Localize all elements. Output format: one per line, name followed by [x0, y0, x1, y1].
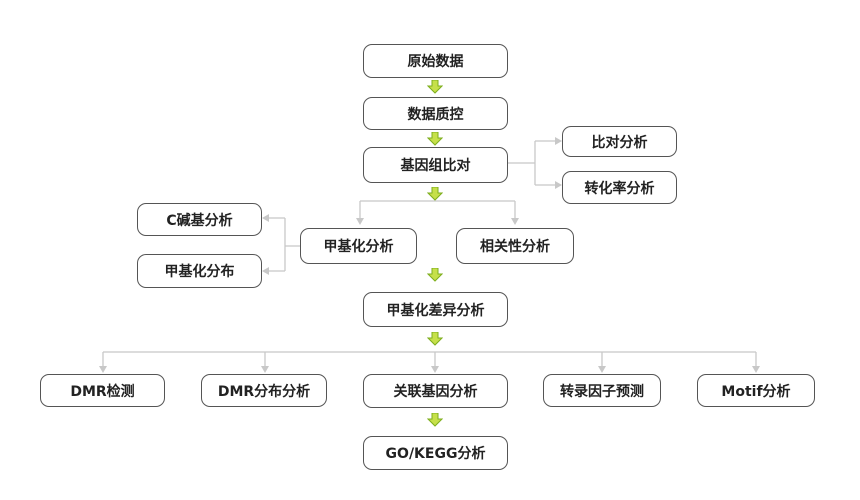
node-dmr-detect: DMR检测 — [40, 374, 165, 407]
flow-arrow-2-icon — [427, 132, 443, 146]
node-raw-data: 原始数据 — [363, 44, 508, 78]
node-c-base: C碱基分析 — [137, 203, 262, 236]
connector-alignment-branch — [508, 140, 555, 186]
flow-arrow-5-icon — [427, 332, 443, 346]
flow-arrow-4-icon — [427, 268, 443, 282]
arrowhead-conversion — [555, 181, 562, 189]
node-methyl-analysis: 甲基化分析 — [300, 228, 417, 264]
arrowhead-methyl-dist — [262, 267, 269, 275]
node-correlation: 相关性分析 — [456, 228, 574, 264]
arrowhead-dmr-detect — [99, 366, 107, 373]
node-go-kegg: GO/KEGG分析 — [363, 436, 508, 470]
arrowhead-correlation — [511, 218, 519, 225]
node-diff-methyl: 甲基化差异分析 — [363, 292, 508, 327]
arrowhead-align-stats — [555, 137, 562, 145]
flow-arrow-6-icon — [427, 413, 443, 427]
node-qc: 数据质控 — [363, 97, 508, 130]
arrowhead-tf — [598, 366, 606, 373]
node-assoc-gene: 关联基因分析 — [363, 374, 508, 408]
node-methyl-dist: 甲基化分布 — [137, 254, 262, 288]
connector-methyl-fork — [359, 200, 516, 218]
flow-arrow-1-icon — [427, 80, 443, 94]
arrowhead-c-base — [262, 214, 269, 222]
arrowhead-dmr-dist — [261, 366, 269, 373]
connector-bottom-fork — [102, 351, 757, 366]
node-tf-predict: 转录因子预测 — [543, 374, 661, 407]
node-align-stats: 比对分析 — [562, 126, 677, 157]
node-dmr-dist: DMR分布分析 — [201, 374, 327, 407]
node-motif: Motif分析 — [697, 374, 815, 407]
arrowhead-methyl — [356, 218, 364, 225]
flow-arrow-3-icon — [427, 187, 443, 201]
connector-methyl-left — [269, 217, 300, 272]
node-conversion-rate: 转化率分析 — [562, 171, 677, 204]
arrowhead-motif — [752, 366, 760, 373]
node-genome-alignment: 基因组比对 — [363, 147, 508, 183]
arrowhead-assoc — [431, 366, 439, 373]
